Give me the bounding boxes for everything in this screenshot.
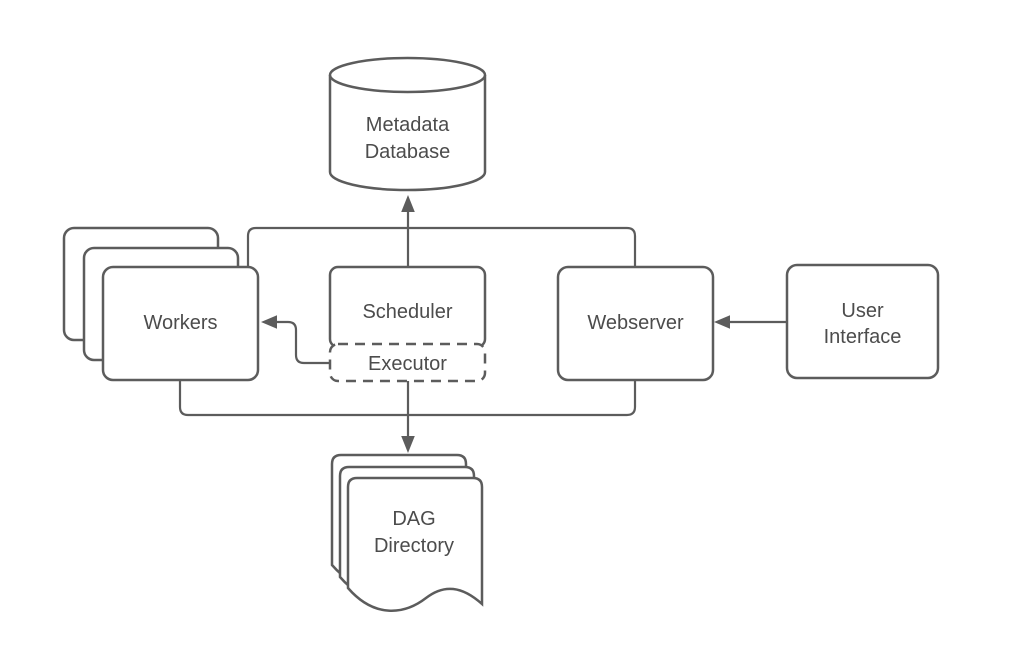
workers-label: Workers: [143, 312, 217, 334]
webserver-label: Webserver: [587, 312, 684, 334]
dag-directory-label-line2: Directory: [374, 535, 454, 557]
executor-box: [328, 342, 487, 383]
node-workers: Workers: [62, 226, 260, 382]
executor-label: Executor: [368, 353, 447, 375]
arrowhead-up-icon: [401, 195, 415, 212]
node-metadata-database: Metadata Database: [328, 56, 487, 192]
dag-directory-label-line1: DAG: [392, 508, 435, 530]
user-interface-label-line1: User: [841, 300, 884, 322]
edge-user-interface-to-webserver: [714, 315, 787, 329]
webserver-box: [556, 265, 715, 382]
edge-scheduler-to-metadata-db: [401, 195, 415, 267]
dag-document-front: [346, 476, 484, 612]
scheduler-label: Scheduler: [362, 301, 452, 323]
arrowhead-down-icon: [401, 436, 415, 453]
edge-line: [276, 320, 330, 365]
node-scheduler: Scheduler Executor: [328, 265, 487, 383]
edge-executor-to-dag-directory: [401, 381, 415, 453]
node-user-interface: User Interface: [785, 263, 940, 380]
edge-executor-to-workers: [261, 315, 330, 365]
cylinder-body: [328, 75, 487, 192]
metadata-database-label-line1: Metadata: [366, 114, 450, 136]
user-interface-label-line2: Interface: [824, 326, 902, 348]
arrowhead-left-icon: [261, 315, 277, 329]
metadata-database-label-line2: Database: [365, 141, 451, 163]
workers-box-front: [101, 265, 260, 382]
node-dag-directory: DAG Directory: [330, 453, 484, 612]
cylinder-top: [328, 56, 487, 94]
node-webserver: Webserver: [556, 265, 715, 382]
arrowhead-left-icon: [714, 315, 730, 329]
user-interface-box: [785, 263, 940, 380]
